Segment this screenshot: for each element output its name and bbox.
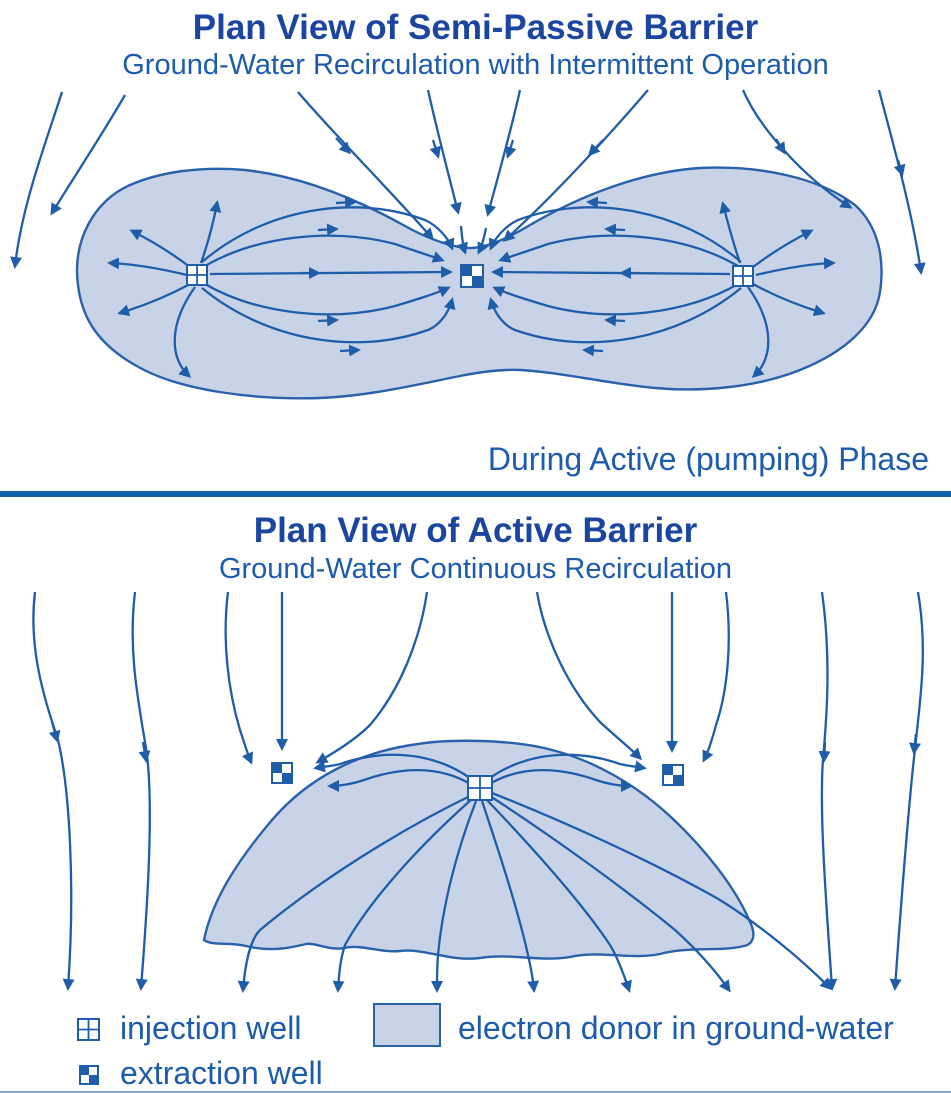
electron-donor-region-bottom [202,739,755,960]
regional-flow-lines-top [10,89,926,275]
injection-fan-lines [237,791,833,993]
top-title: Plan View of Semi-Passive Barrier [192,8,759,47]
legend-label-extraction: extraction well [120,1055,323,1091]
bottom-subtitle: Ground-Water Continuous Recirculation [218,553,733,585]
electron-donor-swatch [373,1003,441,1047]
legend-label-injection: injection well [120,1010,302,1046]
active-barrier-diagram [32,591,924,993]
right-lobe-streamlines [487,196,836,379]
top-subtitle: Ground-Water Recirculation with Intermit… [122,49,829,81]
extraction-well-icon [271,762,293,784]
extraction-well-icon [662,764,684,786]
bottom-title: Plan View of Active Barrier [253,511,698,550]
left-lobe-streamlines [107,196,456,379]
injection-well-icon [186,264,208,286]
injection-well-icon [732,265,754,287]
phase-caption: During Active (pumping) Phase [487,441,929,477]
extraction-well-icon [460,264,484,288]
injection-well-icon [467,775,493,801]
legend-label-donor: electron donor in ground-water [458,1010,894,1046]
recirculation-arcs [313,753,647,792]
extraction-well-icon [79,1065,99,1085]
semi-passive-diagram [10,89,926,400]
section-divider [0,491,951,497]
legend-icons [77,1003,441,1085]
bottom-edge-rule [0,1091,951,1093]
regional-flow-lines-bottom [32,591,924,991]
injection-well-icon [77,1018,100,1041]
